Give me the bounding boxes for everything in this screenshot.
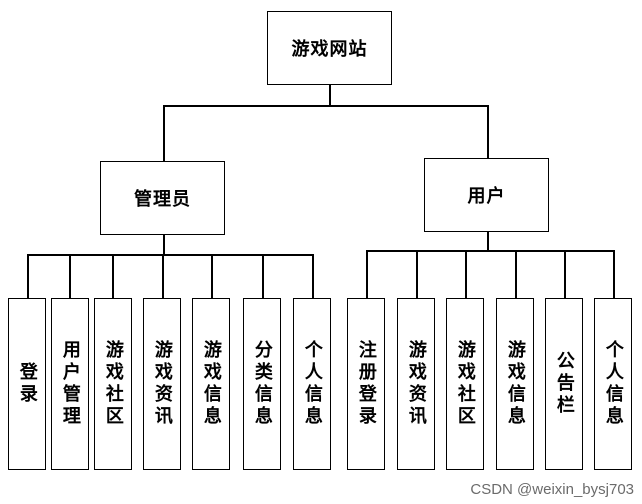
stem-user-3	[465, 250, 467, 298]
stem-user-4	[515, 250, 517, 298]
connector-top-horizontal	[163, 105, 488, 107]
connector-user-horizontal	[366, 250, 614, 252]
stem-user-2	[416, 250, 418, 298]
admin-leaf-login: 登录	[8, 298, 46, 470]
connector-to-user	[487, 105, 489, 158]
admin-leaf-label: 游戏社区	[102, 340, 124, 428]
stem-admin-5	[211, 254, 213, 298]
user-leaf-game-community: 游戏社区	[446, 298, 484, 470]
user-leaf-label: 游戏信息	[504, 340, 526, 428]
admin-leaf-game-info: 游戏信息	[192, 298, 230, 470]
connector-admin-down	[163, 235, 165, 255]
connector-root-down	[329, 85, 331, 106]
user-leaf-label: 注册登录	[355, 340, 377, 428]
user-leaf-label: 游戏社区	[454, 340, 476, 428]
admin-leaf-user-management: 用户管理	[51, 298, 89, 470]
watermark: CSDN @weixin_bysj703	[470, 481, 634, 498]
stem-admin-2	[69, 254, 71, 298]
admin-leaf-personal-info: 个人信息	[293, 298, 331, 470]
connector-to-admin	[163, 105, 165, 161]
user-leaf-game-news: 游戏资讯	[397, 298, 435, 470]
user-leaf-label: 个人信息	[602, 340, 624, 428]
admin-leaf-category-info: 分类信息	[243, 298, 281, 470]
stem-admin-4	[162, 254, 164, 298]
admin-leaf-label: 游戏资讯	[151, 340, 173, 428]
stem-user-1	[366, 250, 368, 298]
user-node: 用户	[424, 158, 549, 232]
admin-leaf-game-community: 游戏社区	[94, 298, 132, 470]
user-leaf-game-info: 游戏信息	[496, 298, 534, 470]
admin-node-label: 管理员	[134, 189, 191, 210]
user-node-label: 用户	[467, 186, 506, 207]
admin-leaf-game-news: 游戏资讯	[143, 298, 181, 470]
root-node: 游戏网站	[267, 11, 392, 85]
connector-user-down	[487, 232, 489, 251]
admin-leaf-label: 个人信息	[301, 340, 323, 428]
connector-admin-horizontal	[27, 254, 313, 256]
stem-admin-7	[312, 254, 314, 298]
user-leaf-register-login: 注册登录	[347, 298, 385, 470]
user-leaf-label: 公告栏	[553, 351, 575, 417]
user-leaf-personal-info: 个人信息	[594, 298, 632, 470]
admin-leaf-label: 分类信息	[251, 340, 273, 428]
user-leaf-label: 游戏资讯	[405, 340, 427, 428]
stem-admin-6	[262, 254, 264, 298]
stem-admin-3	[112, 254, 114, 298]
stem-admin-1	[27, 254, 29, 298]
root-node-label: 游戏网站	[291, 39, 368, 60]
admin-leaf-label: 用户管理	[59, 340, 81, 428]
stem-user-6	[613, 250, 615, 298]
user-leaf-bulletin: 公告栏	[545, 298, 583, 470]
admin-node: 管理员	[100, 161, 225, 235]
admin-leaf-label: 游戏信息	[200, 340, 222, 428]
stem-user-5	[564, 250, 566, 298]
admin-leaf-label: 登录	[16, 362, 38, 406]
